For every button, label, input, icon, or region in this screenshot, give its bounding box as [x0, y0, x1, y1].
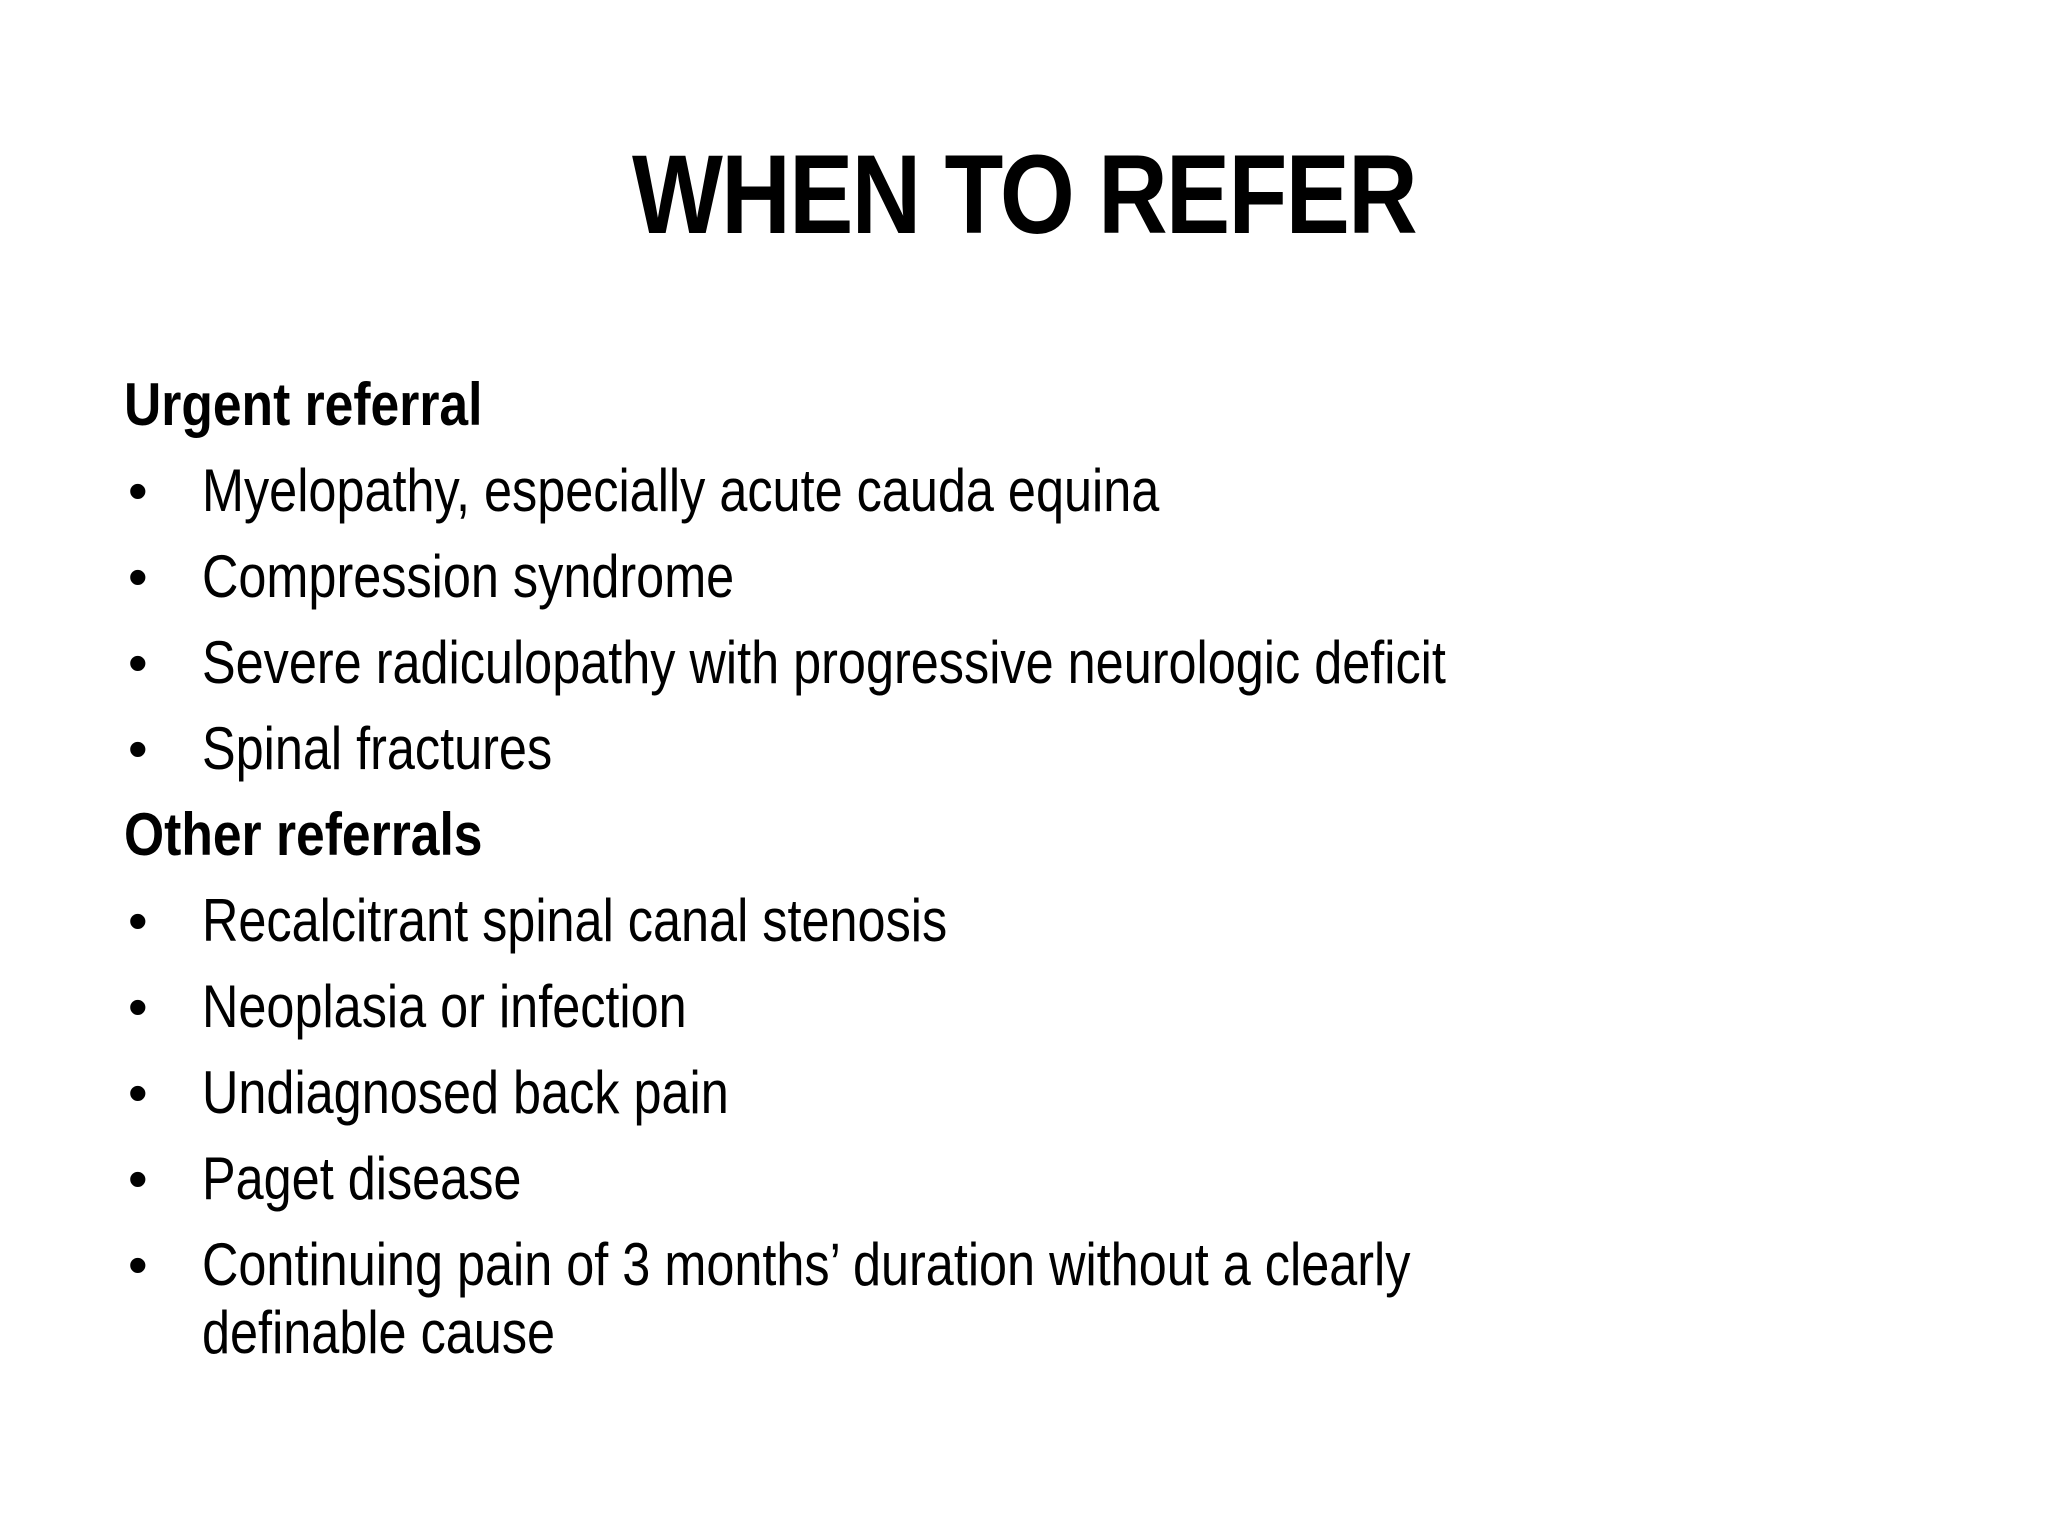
list-item-text: Recalcitrant spinal canal stenosis — [202, 887, 948, 954]
bullet-icon: • — [128, 889, 148, 952]
bullet-icon: • — [128, 1147, 148, 1210]
slide-content: Urgent referral • Myelopathy, especially… — [124, 362, 1924, 1376]
list-item-text: Severe radiculopathy with progressive ne… — [202, 629, 1446, 696]
list-item: • Myelopathy, especially acute cauda equ… — [124, 448, 1924, 534]
list-item: • Continuing pain of 3 months’ duration … — [124, 1222, 1924, 1376]
bullet-icon: • — [128, 1233, 148, 1296]
list-item: • Recalcitrant spinal canal stenosis — [124, 878, 1924, 964]
list-item-text: Continuing pain of 3 months’ duration wi… — [202, 1231, 1411, 1366]
bullet-icon: • — [128, 975, 148, 1038]
slide-title: WHEN TO REFER — [632, 132, 1418, 257]
bullet-icon: • — [128, 631, 148, 694]
bullet-icon: • — [128, 459, 148, 522]
section-heading-urgent: Urgent referral — [124, 371, 483, 438]
list-item-text: Myelopathy, especially acute cauda equin… — [202, 457, 1160, 524]
list-item-text: Compression syndrome — [202, 543, 735, 610]
list-item-text: Paget disease — [202, 1145, 522, 1212]
list-item: • Undiagnosed back pain — [124, 1050, 1924, 1136]
list-item: • Compression syndrome — [124, 534, 1924, 620]
bullet-icon: • — [128, 1061, 148, 1124]
section-heading-other: Other referrals — [124, 801, 483, 868]
list-item-text: Undiagnosed back pain — [202, 1059, 729, 1126]
list-item: • Spinal fractures — [124, 706, 1924, 792]
urgent-referral-list: • Myelopathy, especially acute cauda equ… — [124, 448, 1924, 792]
list-item-text: Spinal fractures — [202, 715, 553, 782]
list-item-text: Neoplasia or infection — [202, 973, 687, 1040]
other-referrals-list: • Recalcitrant spinal canal stenosis • N… — [124, 878, 1924, 1376]
bullet-icon: • — [128, 545, 148, 608]
list-item: • Severe radiculopathy with progressive … — [124, 620, 1924, 706]
bullet-icon: • — [128, 717, 148, 780]
list-item: • Paget disease — [124, 1136, 1924, 1222]
list-item: • Neoplasia or infection — [124, 964, 1924, 1050]
